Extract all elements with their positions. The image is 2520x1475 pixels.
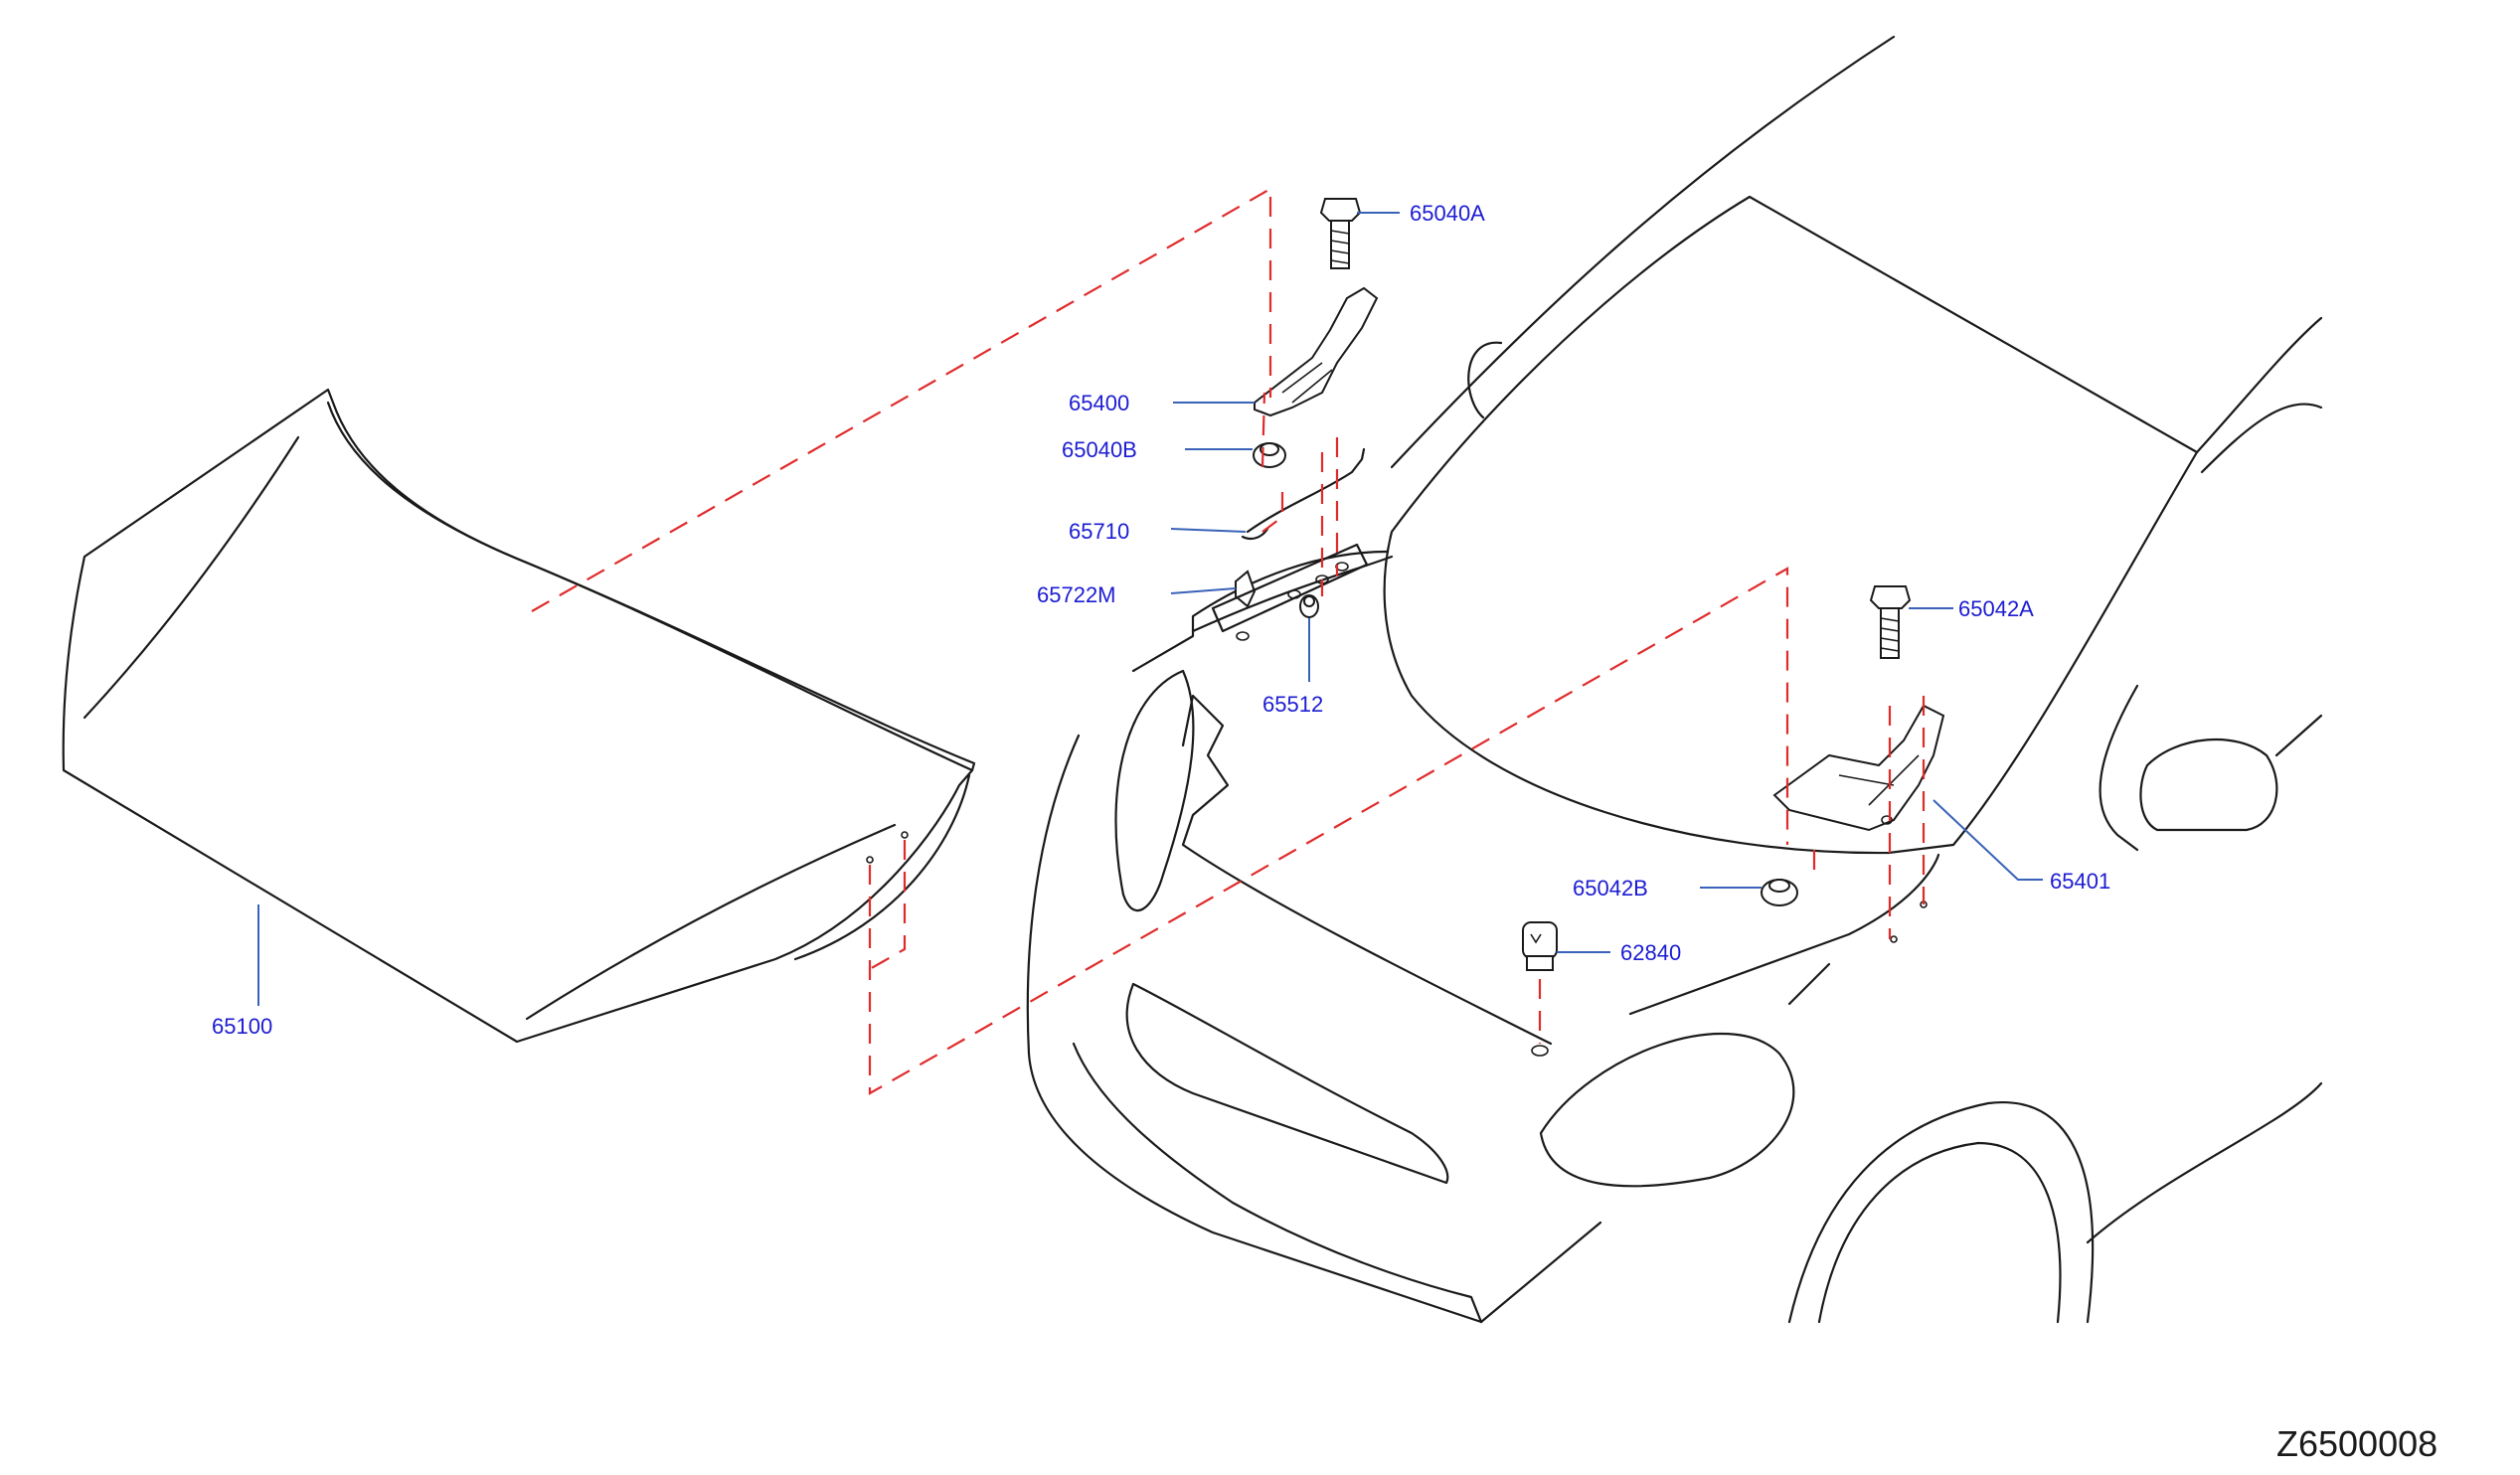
callout-65100: 65100 [212, 1014, 272, 1039]
bolt-65042a [1869, 585, 1912, 659]
figure-code: Z6500008 [2276, 1423, 2437, 1464]
callout-65042a: 65042A [1958, 596, 2034, 621]
leader-lines [257, 212, 2043, 1006]
rod-65710 [1241, 447, 1366, 541]
clip-65722m [1235, 570, 1257, 608]
stop-62840 [1522, 921, 1558, 1057]
rubber-65512 [1299, 594, 1319, 618]
hinge-65401 [1772, 704, 1945, 832]
callout-65401: 65401 [2050, 869, 2110, 894]
hood-panel [62, 388, 976, 1044]
callout-62840: 62840 [1620, 940, 1681, 965]
nut-65040b [1253, 442, 1286, 468]
car-body [1026, 35, 2323, 1324]
callout-65710: 65710 [1069, 519, 1129, 544]
callout-65040b: 65040B [1062, 437, 1137, 462]
callout-65512: 65512 [1262, 692, 1323, 717]
callout-65040a: 65040A [1410, 201, 1485, 226]
cowl-mount-left [1211, 543, 1369, 641]
callout-65722m: 65722M [1037, 582, 1116, 607]
nut-65042b [1761, 879, 1798, 906]
callout-65042b: 65042B [1573, 876, 1648, 901]
hinge-65400 [1254, 286, 1379, 417]
callout-labels: 65100 65040A 65400 65040B 65710 65722M 6… [212, 201, 2110, 1039]
bolt-65040a [1319, 198, 1362, 269]
alignment-dashed-lines [531, 187, 1926, 1095]
callout-65400: 65400 [1069, 391, 1129, 415]
